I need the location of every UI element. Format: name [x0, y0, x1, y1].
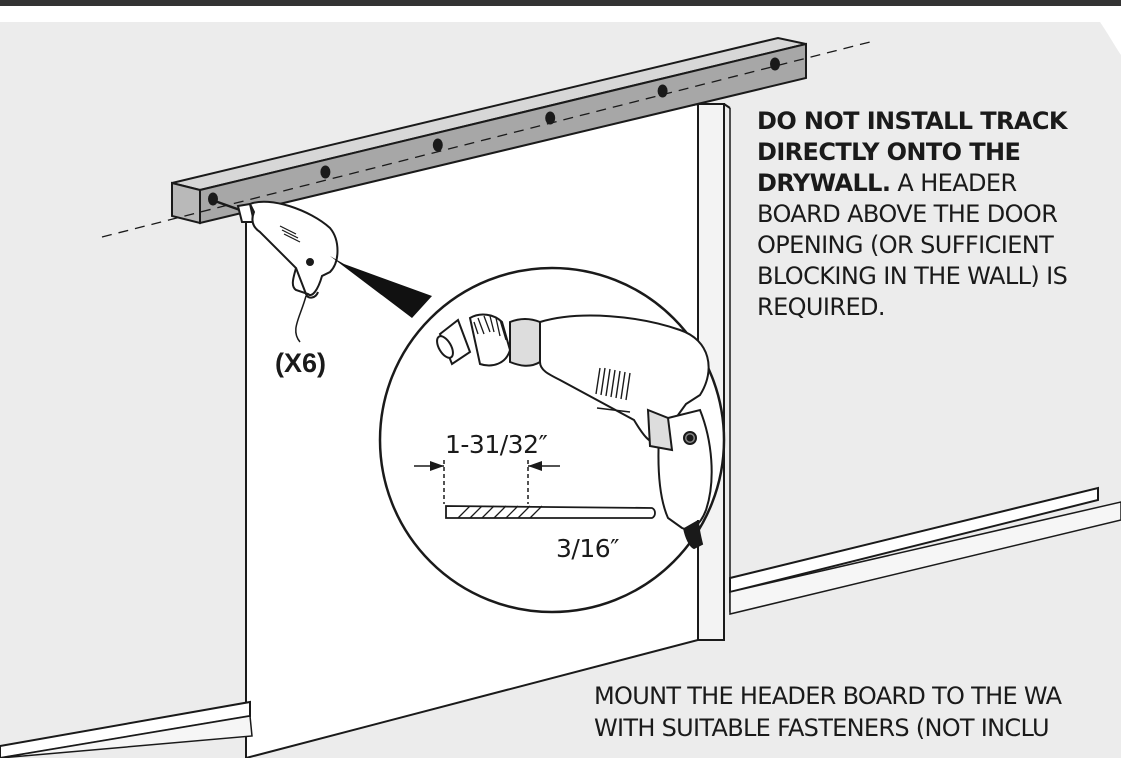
top-border: [0, 0, 1121, 6]
hole-marker: [432, 138, 443, 152]
warning-line-4: BOARD ABOVE THE DOOR: [757, 200, 1058, 228]
hole-marker: [545, 111, 556, 125]
drill-icon: [211, 198, 339, 343]
baseboard-right: [729, 486, 1099, 594]
hole-marker: [320, 165, 331, 179]
header-board: [171, 36, 807, 225]
drill-bit-icon: [445, 505, 656, 519]
quantity-label: (X6): [275, 348, 327, 378]
hole-marker: [770, 57, 780, 71]
zoom-pointer: [330, 256, 432, 318]
hole-marker: [208, 192, 218, 206]
warning-line-3: A HEADER: [890, 169, 1017, 197]
mount-line-1: MOUNT THE HEADER BOARD TO THE WA: [594, 682, 1062, 710]
hole-marker: [657, 84, 668, 98]
warning-line-1: DO NOT INSTALL TRACK: [757, 107, 1067, 135]
warning-text: DO NOT INSTALL TRACK DIRECTLY ONTO THE D…: [757, 106, 1121, 323]
drill-diameter-label: 3/16″: [556, 534, 619, 563]
drill-guide-line: [101, 41, 871, 238]
warning-line-5: OPENING (OR SUFFICIENT: [757, 231, 1054, 259]
mount-line-2: WITH SUITABLE FASTENERS (NOT INCLU: [594, 714, 1050, 742]
warning-line-3-bold: DRYWALL.: [757, 169, 891, 197]
dimension-arrow-icon: [414, 460, 560, 504]
wall-edge: [1100, 22, 1121, 55]
hole-markers: [208, 57, 780, 206]
drill-depth-label: 1-31/32″: [445, 430, 548, 459]
warning-line-2: DIRECTLY ONTO THE: [757, 138, 1021, 166]
warning-line-7: REQUIRED.: [757, 293, 886, 321]
drill-detail-icon: [436, 313, 713, 550]
warning-line-6: BLOCKING IN THE WALL) IS: [757, 262, 1068, 290]
mount-instruction: MOUNT THE HEADER BOARD TO THE WA WITH SU…: [594, 680, 1121, 744]
